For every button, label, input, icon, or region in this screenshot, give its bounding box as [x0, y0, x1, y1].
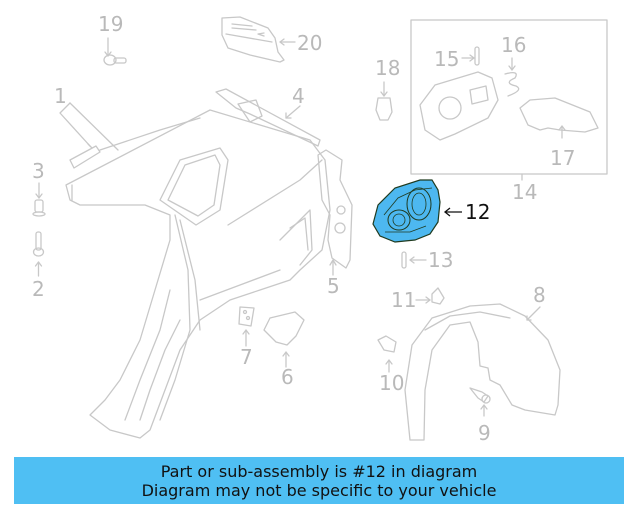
part-13-pin: [401, 251, 427, 269]
callout-18: 18: [375, 56, 401, 80]
callout-1: 1: [54, 84, 67, 108]
callout-14: 14: [512, 180, 538, 204]
part-17-hinge: [519, 97, 599, 139]
callout-12: 12: [465, 200, 491, 224]
banner-line-2: Diagram may not be specific to your vehi…: [141, 480, 497, 500]
banner-line-1: Part or sub-assembly is #12 in diagram: [160, 461, 478, 481]
callout-13: 13: [428, 248, 454, 272]
callout-6: 6: [281, 365, 294, 389]
callout-20: 20: [297, 31, 323, 55]
callout-5: 5: [327, 274, 340, 298]
part-15-pin: [461, 46, 480, 66]
part-5-bracket: [317, 149, 353, 276]
callout-11: 11: [391, 288, 417, 312]
info-banner: Part or sub-assembly is #12 in diagram D…: [14, 457, 624, 504]
part-1-trim: [59, 102, 119, 169]
part-fuel-door-housing: [419, 71, 499, 141]
part-3-clip: [32, 182, 46, 217]
part-9-screw: [469, 387, 491, 417]
callout-9: 9: [478, 421, 491, 445]
part-quarter-panel: [65, 109, 331, 439]
part-19-bolt: [103, 37, 127, 66]
part-18-actuator: [375, 81, 393, 121]
callout-7: 7: [240, 345, 253, 369]
part-14-box: [410, 19, 608, 175]
part-16-spring: [504, 57, 520, 97]
part-11-clip: [415, 287, 445, 305]
callout-10: 10: [379, 371, 405, 395]
callout-17: 17: [550, 146, 576, 170]
part-20-panel: [221, 16, 296, 63]
callout-19: 19: [98, 12, 124, 36]
callout-2: 2: [32, 277, 45, 301]
part-6-bracket: [263, 311, 305, 368]
callout-4: 4: [292, 84, 305, 108]
part-12-fuel-filler-housing: [372, 179, 462, 243]
callout-15: 15: [434, 47, 460, 71]
callout-3: 3: [32, 159, 45, 183]
part-8-wheel-liner: [404, 303, 561, 441]
part-4-rail: [215, 88, 321, 147]
part-10-clip: [377, 335, 397, 373]
part-7-plate: [238, 306, 255, 347]
part-2-pin: [32, 231, 45, 277]
callout-16: 16: [501, 33, 527, 57]
callout-8: 8: [533, 283, 546, 307]
